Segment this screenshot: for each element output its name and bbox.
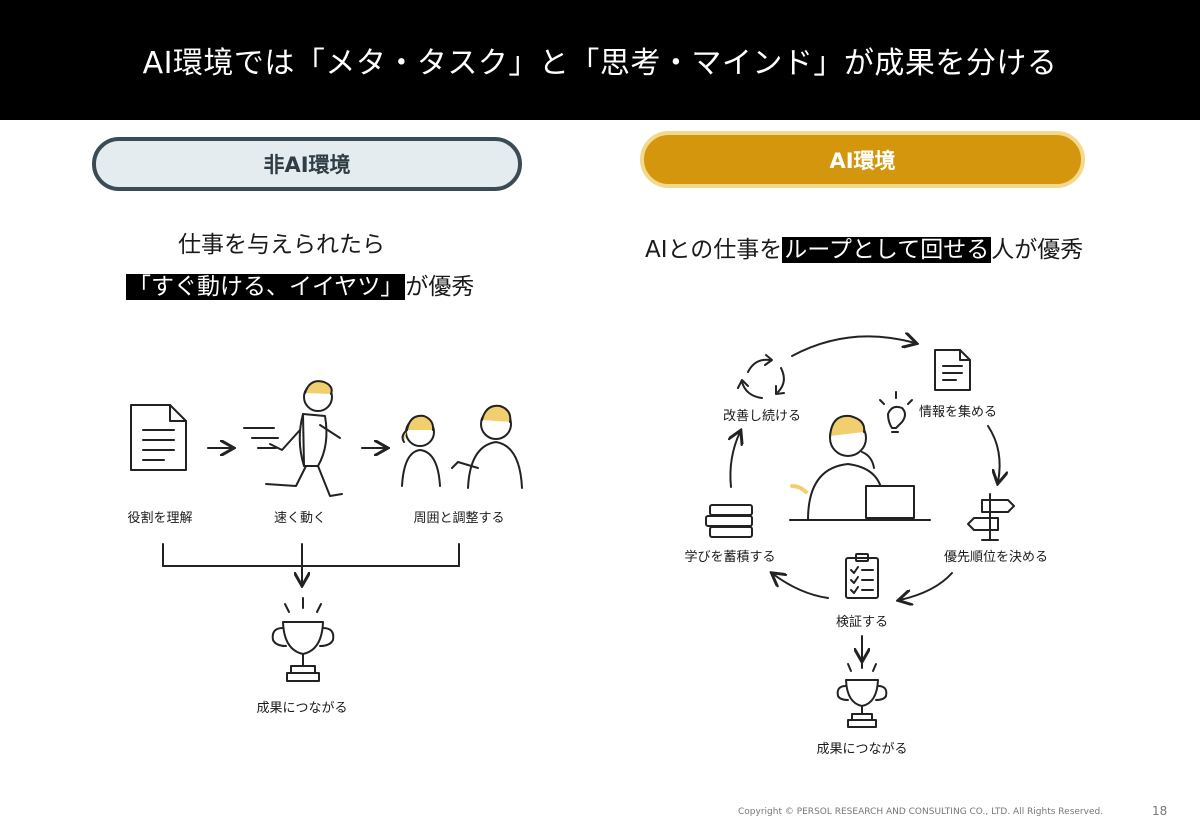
right-statement-pre: AIとの仕事を [645,237,783,263]
signpost-icon [967,493,1015,541]
cycle-label-prioritize: 優先順位を決める [943,550,1049,565]
left-statement-line2: 「すぐ動ける、イイヤツ」が優秀 [126,267,474,301]
slide-header: AI環境では「メタ・タスク」と「思考・マインド」が成果を分ける [0,0,1200,120]
copyright-notice: Copyright © PERSOL RESEARCH AND CONSULTI… [738,807,1104,817]
checklist-icon [845,553,879,599]
step-label-move-fast: 速く動く [273,511,327,526]
connector-lines [162,543,460,584]
page-number: 18 [1152,804,1168,818]
left-result-label: 成果につながる [256,701,348,716]
cycle-label-gather-info: 情報を集める [918,405,998,420]
left-statement-highlight: 「すぐ動ける、イイヤツ」 [126,274,406,300]
right-statement-highlight: ループとして回せる [782,237,992,263]
left-statement-line1: 仕事を与えられたら [178,232,385,258]
right-statement-post: 人が優秀 [991,237,1084,263]
right-result-label: 成果につながる [816,742,908,757]
person-thinking-laptop-icon [789,391,931,521]
step-label-understand-role: 役割を理解 [127,511,193,526]
recycle-icon [737,354,785,399]
document-icon [934,349,971,391]
cycle-label-keep-improving: 改善し続ける [722,409,802,424]
cycle-label-accumulate-learning: 学びを蓄積する [684,550,776,565]
trophy-icon [271,597,335,682]
right-statement: AIとの仕事をループとして回せる人が優秀 [645,230,1083,264]
non-ai-environment-pill: 非AI環境 [92,137,522,191]
left-statement-rest: が優秀 [405,274,475,300]
trophy-icon [836,659,888,728]
step-label-coordinate: 周囲と調整する [413,511,505,526]
cycle-arrows [730,336,999,660]
books-stack-icon [705,504,753,538]
ai-environment-pill: AI環境 [640,131,1085,188]
slide-title: AI環境では「メタ・タスク」と「思考・マインド」が成果を分ける [142,46,1058,81]
running-person-icon [243,380,343,497]
two-people-talking-icon [401,404,523,489]
document-icon [130,404,187,471]
cycle-label-verify: 検証する [835,615,889,630]
